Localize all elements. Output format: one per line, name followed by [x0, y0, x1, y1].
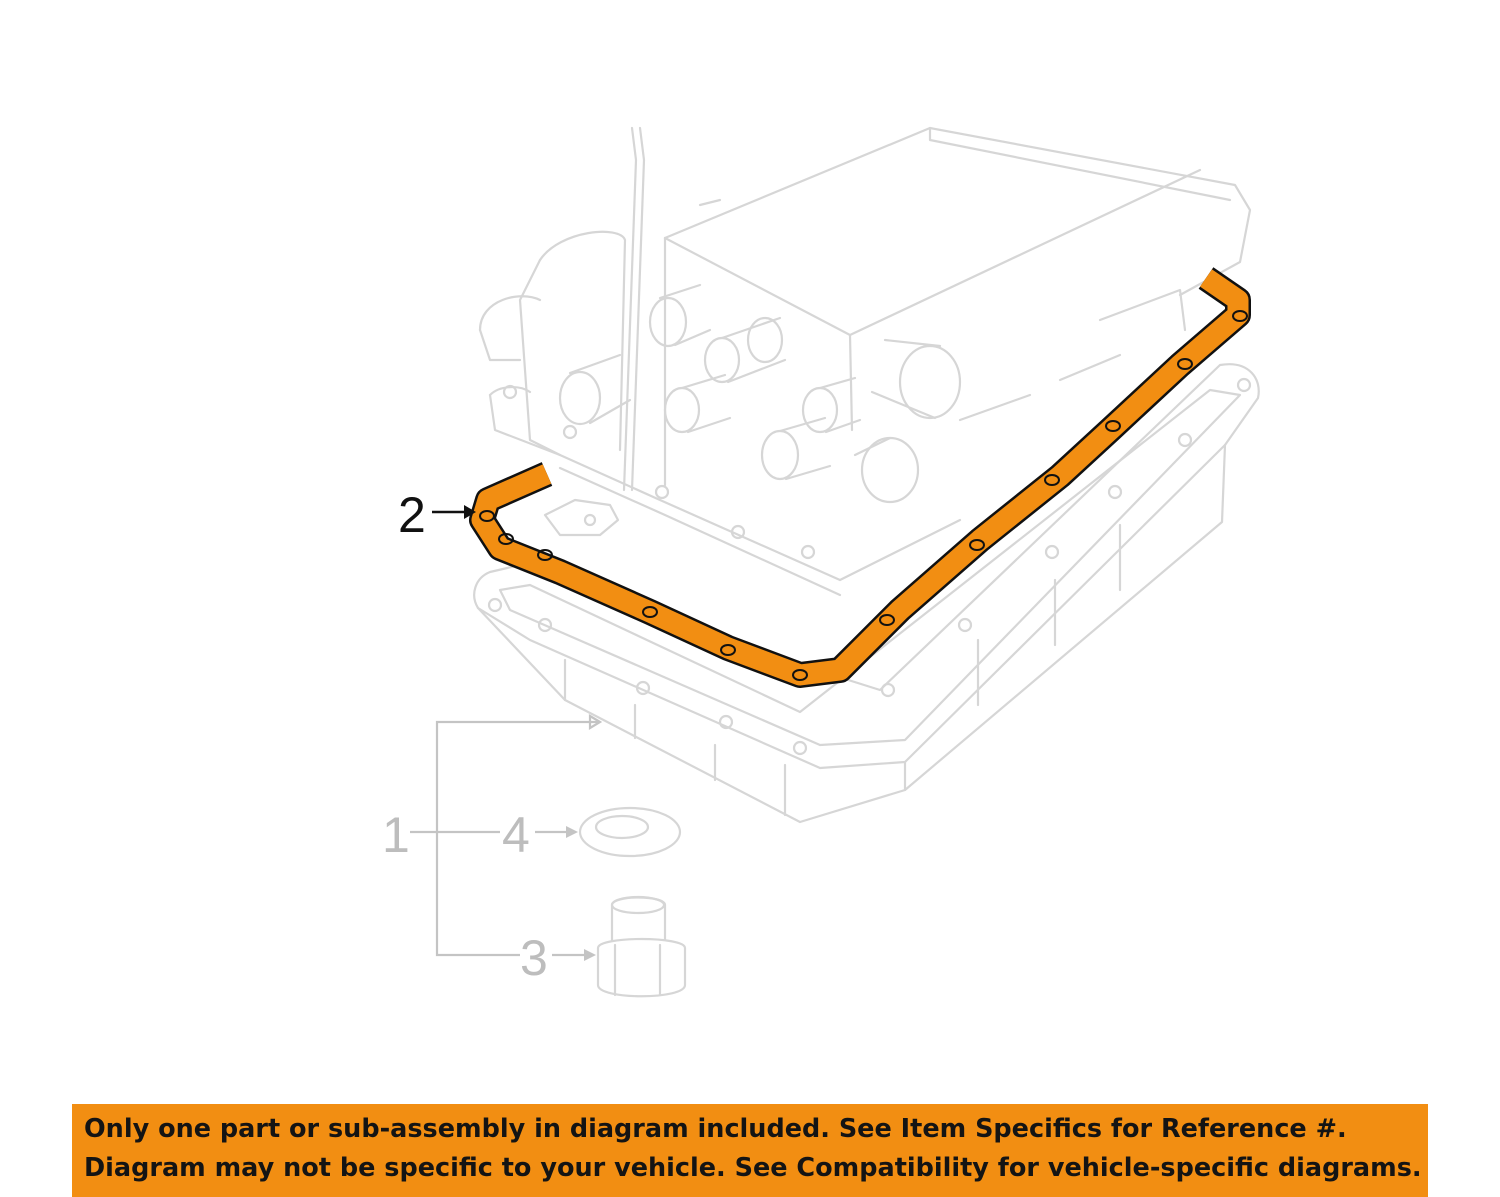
callout-4: 4: [502, 807, 530, 863]
disclaimer-line-2: Diagram may not be specific to your vehi…: [84, 1153, 1422, 1183]
valve-body-outline: [478, 126, 1252, 597]
drain-plug[interactable]: [596, 895, 687, 998]
drain-plug-washer[interactable]: [578, 806, 682, 858]
oil-pan-outline: [473, 363, 1260, 824]
callout-3: 3: [520, 930, 548, 986]
callout-1: 1: [382, 807, 410, 863]
leader-lines: [410, 505, 603, 961]
gasket-bolt-holes: [479, 310, 1248, 681]
oil-pan-gasket[interactable]: [469, 267, 1251, 688]
parts-diagram: 1 2 3 4: [382, 126, 1260, 998]
disclaimer-banner: Only one part or sub-assembly in diagram…: [72, 1104, 1428, 1197]
disclaimer-line-1: Only one part or sub-assembly in diagram…: [84, 1114, 1347, 1144]
callout-2: 2: [398, 487, 426, 543]
